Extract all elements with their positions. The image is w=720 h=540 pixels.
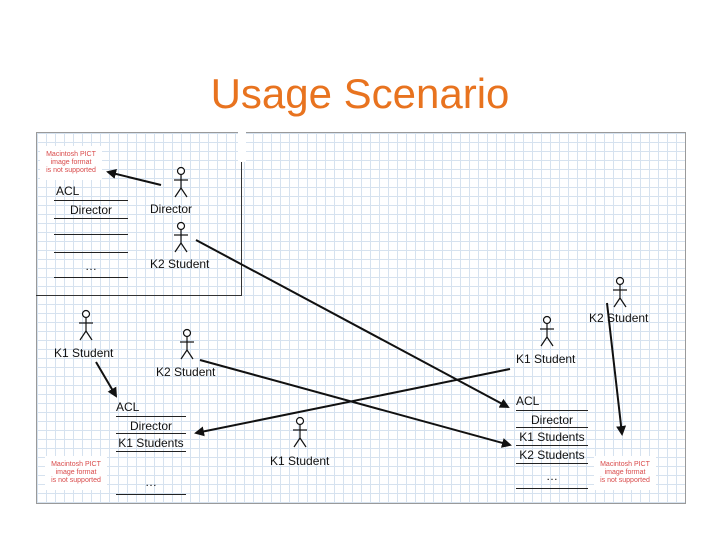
actor-label-k1-student-left: K1 Student <box>54 346 114 360</box>
acl-top-row-empty <box>54 218 128 234</box>
room-door-gap <box>238 132 246 162</box>
acl-top-row-director: Director <box>54 200 128 218</box>
stick-figure-k2-student-right <box>613 276 627 308</box>
acl-top-header: ACL <box>56 184 80 198</box>
arrow-k1-left-to-acl-left <box>95 361 118 398</box>
director-room <box>36 132 242 296</box>
acl-right-row-k1-students: K1 Students <box>516 427 588 445</box>
stick-figure-k1-student-bottom <box>293 416 307 448</box>
arrow-k1-right-to-acl-left <box>194 368 511 437</box>
arrow-director-to-pict <box>106 169 162 186</box>
acl-right-row-director: Director <box>516 410 588 428</box>
acl-right-row-k2-students: K2 Students <box>516 445 588 463</box>
acl-left-row-k1-students: K1 Students <box>116 433 186 451</box>
acl-top-row-empty-2 <box>54 234 128 252</box>
pict-placeholder-bottom-left: Macintosh PICT image format is not suppo… <box>45 456 107 490</box>
stick-figure-k2-student-middle <box>180 328 194 360</box>
stick-figure-k2-student-room <box>174 221 188 253</box>
actor-label-k2-student-right: K2 Student <box>589 311 649 325</box>
stick-figure-k1-student-left <box>79 309 93 341</box>
arrow-k2-room-to-acl-right <box>195 239 510 408</box>
pict-placeholder-bottom-right: Macintosh PICT image format is not suppo… <box>594 456 656 490</box>
actor-label-k2-student-middle: K2 Student <box>156 365 216 379</box>
actor-label-k2-student-room: K2 Student <box>150 257 210 271</box>
stick-figure-director <box>174 166 188 198</box>
arrow-k2-right-to-pict <box>606 302 627 436</box>
acl-left-header: ACL <box>116 400 140 414</box>
acl-left-row-ellipsis: … <box>116 451 186 495</box>
slide-title: Usage Scenario <box>210 70 510 117</box>
stick-figure-k1-student-right <box>540 315 554 347</box>
acl-right-row-ellipsis: … <box>516 463 588 489</box>
acl-top-row-ellipsis: … <box>54 252 128 278</box>
pict-placeholder-top-left: Macintosh PICT image format is not suppo… <box>40 146 102 180</box>
actor-label-k1-student-right: K1 Student <box>516 352 576 366</box>
actor-label-director: Director <box>150 202 193 216</box>
arrow-k2-middle-to-acl-right <box>199 359 512 448</box>
acl-left-row-director: Director <box>116 416 186 434</box>
actor-label-k1-student-bottom: K1 Student <box>270 454 330 468</box>
acl-right-header: ACL <box>516 394 540 408</box>
diagram-canvas <box>36 132 686 504</box>
